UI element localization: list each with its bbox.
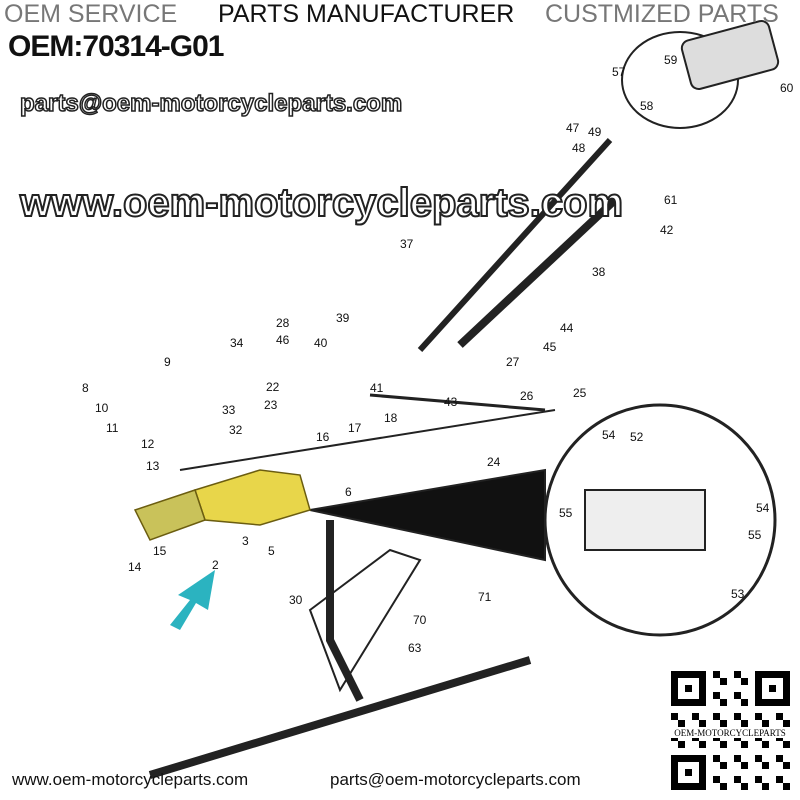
part-label-48: 48 bbox=[572, 141, 586, 155]
part-label-55: 55 bbox=[748, 528, 762, 542]
part-label-47: 47 bbox=[566, 121, 580, 135]
part-label-71: 71 bbox=[478, 590, 492, 604]
part-label-28: 28 bbox=[276, 316, 290, 330]
part-label-39: 39 bbox=[336, 311, 350, 325]
part-label-42: 42 bbox=[660, 223, 674, 237]
part-label-55: 55 bbox=[559, 506, 573, 520]
part-label-61: 61 bbox=[664, 193, 678, 207]
watermark-url: www.oem-motorcycleparts.com bbox=[19, 180, 624, 226]
part-label-54: 54 bbox=[756, 501, 770, 515]
part-label-5: 5 bbox=[268, 544, 275, 558]
part-label-8: 8 bbox=[82, 381, 89, 395]
part-label-70: 70 bbox=[413, 613, 427, 627]
part-label-3: 3 bbox=[242, 534, 249, 548]
part-label-18: 18 bbox=[384, 411, 398, 425]
pointer-arrow bbox=[170, 570, 215, 630]
part-label-46: 46 bbox=[276, 333, 290, 347]
part-label-16: 16 bbox=[316, 430, 330, 444]
part-label-14: 14 bbox=[128, 560, 142, 574]
footer-email[interactable]: parts@oem-motorcycleparts.com bbox=[330, 770, 581, 789]
part-label-34: 34 bbox=[230, 336, 244, 350]
part-label-53: 53 bbox=[731, 587, 745, 601]
part-number: OEM:70314-G01 bbox=[8, 30, 224, 63]
part-label-2: 2 bbox=[212, 558, 219, 572]
part-label-60: 60 bbox=[780, 81, 794, 95]
part-label-23: 23 bbox=[264, 398, 278, 412]
part-label-32: 32 bbox=[229, 423, 243, 437]
part-label-27: 27 bbox=[506, 355, 520, 369]
part-label-30: 30 bbox=[289, 593, 303, 607]
part-label-17: 17 bbox=[348, 421, 362, 435]
part-label-33: 33 bbox=[222, 403, 236, 417]
footer-url[interactable]: www.oem-motorcycleparts.com bbox=[12, 770, 249, 789]
part-label-54: 54 bbox=[602, 428, 616, 442]
part-label-41: 41 bbox=[370, 381, 384, 395]
part-label-6: 6 bbox=[345, 485, 352, 499]
header-customized-parts: CUSTMIZED PARTS bbox=[545, 0, 779, 28]
part-label-10: 10 bbox=[95, 401, 109, 415]
part-label-40: 40 bbox=[314, 336, 328, 350]
steering-wheel bbox=[621, 31, 739, 129]
header-parts-manufacturer: PARTS MANUFACTURER bbox=[218, 0, 515, 28]
header-oem-service: OEM SERVICE bbox=[4, 0, 178, 28]
part-label-24: 24 bbox=[487, 455, 501, 469]
part-label-25: 25 bbox=[573, 386, 587, 400]
part-label-13: 13 bbox=[146, 459, 160, 473]
part-label-26: 26 bbox=[520, 389, 534, 403]
part-label-59: 59 bbox=[664, 53, 678, 67]
part-label-12: 12 bbox=[141, 437, 155, 451]
part-label-43: 43 bbox=[444, 395, 458, 409]
qr-caption: OEM-MOTORCYCLEPARTS bbox=[670, 728, 790, 738]
watermark-email: parts@oem-motorcycleparts.com bbox=[19, 89, 403, 118]
part-label-44: 44 bbox=[560, 321, 574, 335]
part-label-63: 63 bbox=[408, 641, 422, 655]
part-label-15: 15 bbox=[153, 544, 167, 558]
part-label-52: 52 bbox=[630, 430, 644, 444]
part-label-38: 38 bbox=[592, 265, 606, 279]
highlighted-part bbox=[133, 469, 311, 541]
wheel-cap bbox=[680, 20, 780, 90]
part-label-11: 11 bbox=[106, 421, 119, 435]
part-label-49: 49 bbox=[588, 125, 602, 139]
part-label-58: 58 bbox=[640, 99, 654, 113]
part-label-9: 9 bbox=[164, 355, 171, 369]
part-label-57: 57 bbox=[612, 65, 626, 79]
part-label-22: 22 bbox=[266, 380, 280, 394]
part-label-37: 37 bbox=[400, 237, 414, 251]
part-label-45: 45 bbox=[543, 340, 557, 354]
